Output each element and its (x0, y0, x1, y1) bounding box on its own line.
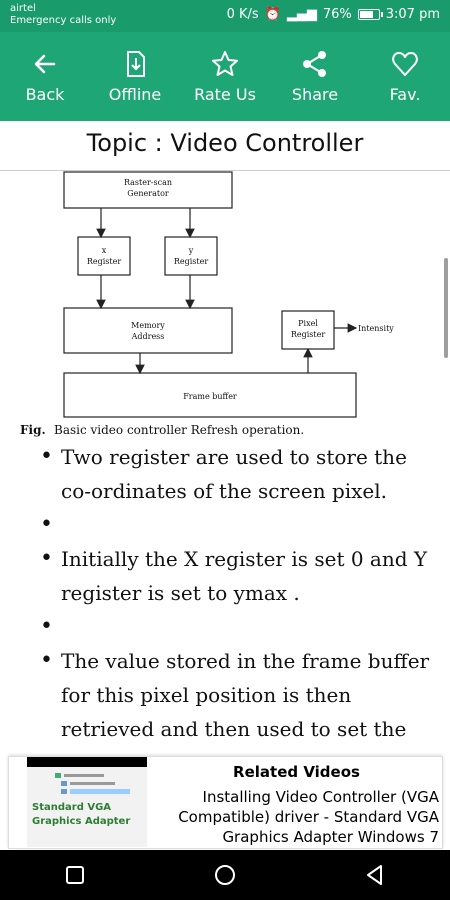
status-indicators: 0 K/s ⏰ ▂▄▆ 76% 3:07 pm (227, 7, 440, 22)
memory-label-2: Address (131, 332, 165, 341)
carrier-status: Emergency calls only (10, 15, 117, 26)
system-nav-bar (0, 850, 450, 900)
related-video-description[interactable]: Installing Video Controller (VGA Compati… (178, 788, 439, 846)
battery-icon (357, 9, 383, 20)
x-register-label-1: x (102, 246, 107, 255)
related-videos-title: Related Videos (233, 763, 360, 781)
carrier-name: airtel (10, 3, 36, 14)
device-tree-icon (55, 773, 130, 794)
share-button[interactable]: Share (275, 49, 355, 104)
battery-percent: 76% (322, 7, 352, 22)
content-area: Two register are used to store the co-or… (28, 440, 443, 755)
heart-icon (392, 52, 418, 76)
rate-us-label: Rate Us (194, 85, 256, 104)
alarm-icon: ⏰ (264, 7, 281, 22)
bullet-item: The value stored in the frame buffer for… (28, 644, 443, 755)
y-register-label-1: y (188, 246, 194, 255)
thumbnail-titlebar (27, 757, 147, 767)
y-register-box (164, 236, 218, 276)
bullet-item: Initially the X register is set 0 and Y … (28, 542, 443, 610)
back-label: Back (25, 85, 65, 104)
topic-title: Topic : Video Controller (0, 121, 450, 171)
bullet-item: Two register are used to store the co-or… (28, 440, 443, 508)
download-file-icon (127, 51, 145, 77)
battery-fill (359, 11, 373, 18)
related-videos-banner[interactable]: Standard VGA Graphics Adapter Related Vi… (8, 756, 443, 849)
bullet-item-empty (28, 508, 443, 542)
pixel-label-2: Register (291, 330, 325, 339)
memory-label-1: Memory (131, 321, 165, 330)
status-bar: airtel Emergency calls only 0 K/s ⏰ ▂▄▆ … (0, 0, 450, 32)
raster-label-2: Generator (127, 189, 169, 198)
share-icon (303, 51, 326, 77)
back-arrow-icon (34, 54, 56, 74)
raster-label-1: Raster-scan (124, 178, 172, 187)
network-speed: 0 K/s (226, 7, 259, 22)
rate-us-button[interactable]: Rate Us (185, 49, 265, 104)
favorite-label: Fav. (389, 85, 421, 104)
video-controller-diagram: Raster-scan Generator x Register y Regis… (20, 171, 394, 437)
recents-square-icon[interactable] (63, 863, 87, 887)
toolbar: Back Offline Rate Us Share Fav. (0, 32, 450, 121)
bullet-item-empty (28, 610, 443, 644)
share-label: Share (291, 85, 339, 104)
x-register-label-2: Register (87, 257, 121, 266)
back-button[interactable]: Back (5, 49, 85, 104)
intensity-label: Intensity (358, 324, 394, 333)
thumbnail-label: Standard VGA Graphics Adapter (32, 802, 131, 827)
figure-caption: Basic video controller Refresh operation… (54, 423, 304, 437)
favorite-button[interactable]: Fav. (365, 49, 445, 104)
raster-scan-generator-box (63, 171, 233, 209)
frame-buffer-label: Frame buffer (183, 392, 237, 401)
clock: 3:07 pm (385, 7, 440, 22)
bullet-list: Two register are used to store the co-or… (28, 440, 443, 755)
back-triangle-icon[interactable] (363, 863, 387, 887)
figure-caption-prefix: Fig. (20, 423, 46, 437)
home-circle-icon[interactable] (213, 863, 237, 887)
signal-icon: ▂▄▆ (286, 7, 317, 22)
x-register-box (77, 236, 131, 276)
frame-buffer-box (63, 372, 357, 418)
carrier-info: airtel Emergency calls only (10, 3, 116, 27)
y-register-label-2: Register (174, 257, 208, 266)
video-thumbnail[interactable]: Standard VGA Graphics Adapter (27, 757, 147, 847)
memory-address-box (63, 307, 233, 354)
scrollbar-thumb[interactable] (444, 258, 448, 358)
offline-button[interactable]: Offline (95, 49, 175, 104)
pixel-label-1: Pixel (298, 319, 318, 328)
offline-label: Offline (108, 85, 162, 104)
star-icon (212, 51, 238, 76)
